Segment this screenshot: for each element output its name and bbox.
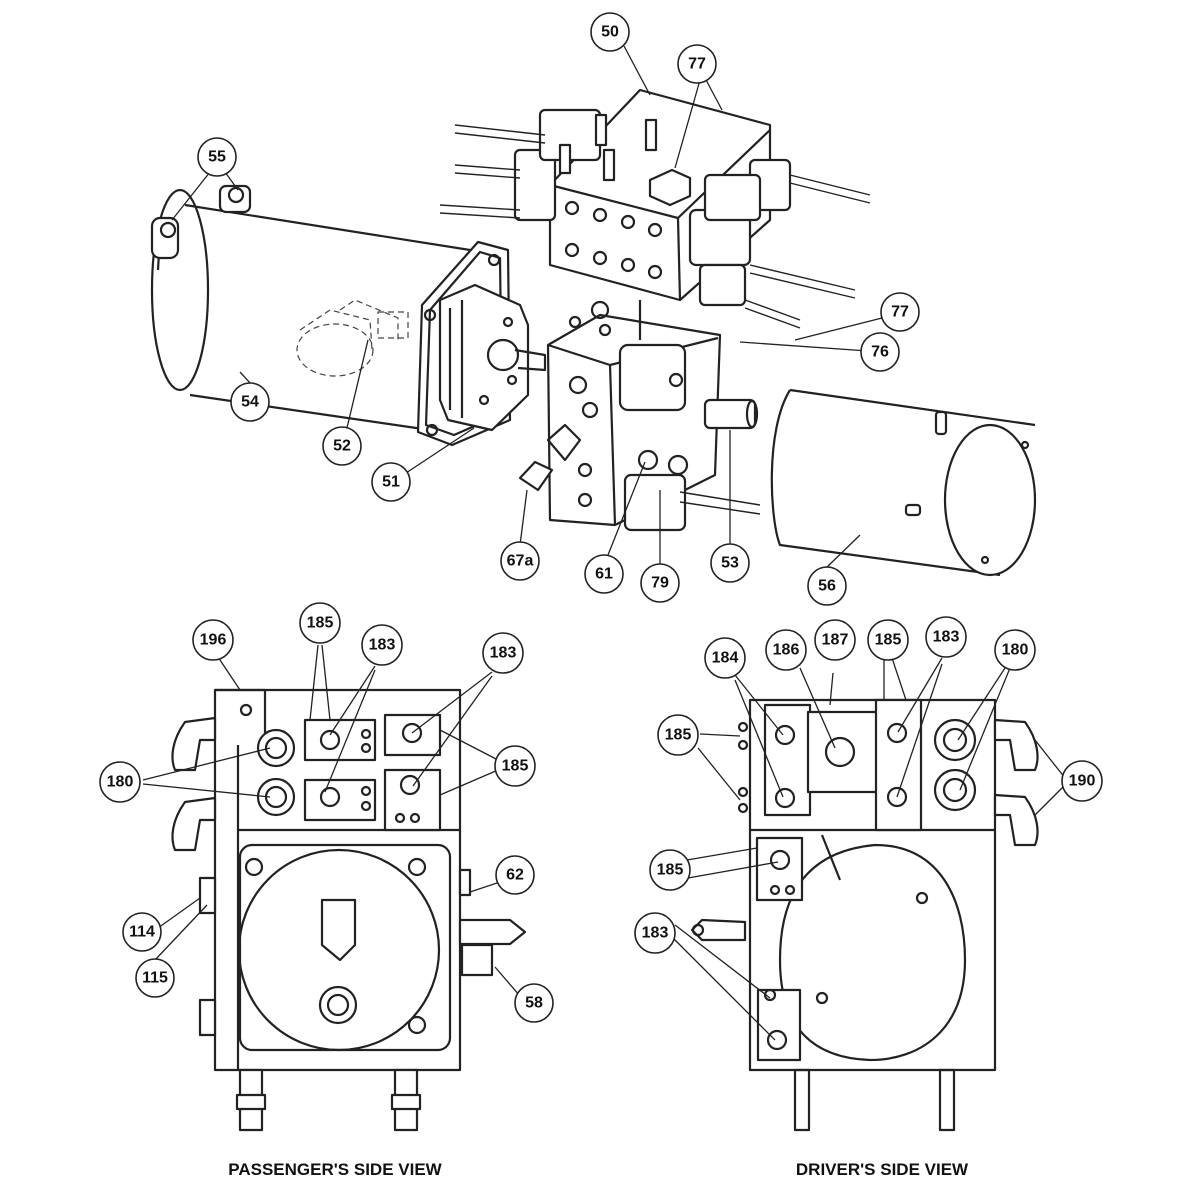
callout-183-driver-top: 183: [925, 616, 967, 658]
callout-54: 54: [230, 382, 270, 422]
callout-62: 62: [495, 855, 535, 895]
svg-text:183: 183: [490, 645, 517, 662]
svg-text:77: 77: [688, 56, 706, 73]
svg-text:79: 79: [651, 575, 669, 592]
callout-180-passenger: 180: [99, 761, 141, 803]
callout-185-driver-lower: 185: [649, 849, 691, 891]
callout-183-passenger-right: 183: [482, 632, 524, 674]
driver-side-view: [690, 698, 1039, 1132]
callout-58: 58: [514, 983, 554, 1023]
callout-67a: 67a: [500, 541, 540, 581]
leader-lines: [142, 45, 1066, 1041]
electric-motor: [703, 388, 1037, 577]
svg-text:187: 187: [822, 632, 849, 649]
callout-186: 186: [765, 629, 807, 671]
callout-114: 114: [122, 912, 162, 952]
upper-valve-block: [439, 88, 871, 340]
svg-text:185: 185: [657, 862, 684, 879]
svg-text:185: 185: [307, 615, 334, 632]
callout-61: 61: [584, 554, 624, 594]
callout-50: 50: [590, 12, 630, 52]
callout-196: 196: [192, 619, 234, 661]
valve-manifold-body: [518, 300, 761, 532]
callout-79: 79: [640, 563, 680, 603]
svg-text:183: 183: [933, 629, 960, 646]
passenger-view-caption: PASSENGER'S SIDE VIEW: [228, 1160, 442, 1179]
callout-185-passenger-top: 185: [299, 602, 341, 644]
svg-text:77: 77: [891, 304, 909, 321]
svg-text:76: 76: [871, 344, 889, 361]
svg-text:183: 183: [642, 925, 669, 942]
svg-text:114: 114: [129, 924, 155, 941]
callout-184: 184: [704, 637, 746, 679]
callout-76: 76: [860, 332, 900, 372]
callout-190: 190: [1061, 760, 1103, 802]
callout-77-top: 77: [677, 44, 717, 84]
svg-text:183: 183: [369, 637, 396, 654]
svg-text:54: 54: [241, 394, 259, 411]
driver-view-caption: DRIVER'S SIDE VIEW: [796, 1160, 969, 1179]
callout-51: 51: [371, 462, 411, 502]
svg-text:185: 185: [502, 758, 529, 775]
passenger-side-view: [171, 688, 527, 1132]
svg-text:180: 180: [1002, 642, 1029, 659]
svg-text:185: 185: [665, 727, 692, 744]
svg-text:180: 180: [107, 774, 134, 791]
callout-55: 55: [197, 137, 237, 177]
svg-text:115: 115: [142, 970, 168, 987]
callout-53: 53: [710, 543, 750, 583]
callout-185-driver-left: 185: [657, 714, 699, 756]
callout-77-right: 77: [880, 292, 920, 332]
callout-56: 56: [807, 566, 847, 606]
svg-text:67a: 67a: [507, 553, 534, 570]
callout-52: 52: [322, 426, 362, 466]
svg-text:185: 185: [875, 632, 902, 649]
callout-180-driver: 180: [994, 629, 1036, 671]
pump-flange: [416, 240, 547, 447]
svg-text:55: 55: [208, 149, 226, 166]
svg-text:56: 56: [818, 578, 836, 595]
callout-187: 187: [814, 619, 856, 661]
callout-185-driver-top: 185: [867, 619, 909, 661]
svg-text:51: 51: [382, 474, 400, 491]
exploded-view: [150, 88, 1037, 577]
svg-text:62: 62: [506, 867, 524, 884]
callout-183-passenger-left: 183: [361, 624, 403, 666]
svg-text:186: 186: [773, 642, 800, 659]
svg-text:61: 61: [595, 566, 613, 583]
callouts: 50 77 55 77 76 54 52 51 67a 61 79 53 56 …: [99, 12, 1103, 1023]
callout-185-passenger-right: 185: [494, 745, 536, 787]
svg-text:50: 50: [601, 24, 619, 41]
svg-text:53: 53: [721, 555, 739, 572]
svg-text:58: 58: [525, 995, 543, 1012]
svg-text:196: 196: [200, 632, 227, 649]
callout-115: 115: [135, 958, 175, 998]
svg-text:184: 184: [712, 650, 739, 667]
svg-text:52: 52: [333, 438, 351, 455]
callout-183-driver-lower: 183: [634, 912, 676, 954]
svg-text:190: 190: [1069, 773, 1096, 790]
